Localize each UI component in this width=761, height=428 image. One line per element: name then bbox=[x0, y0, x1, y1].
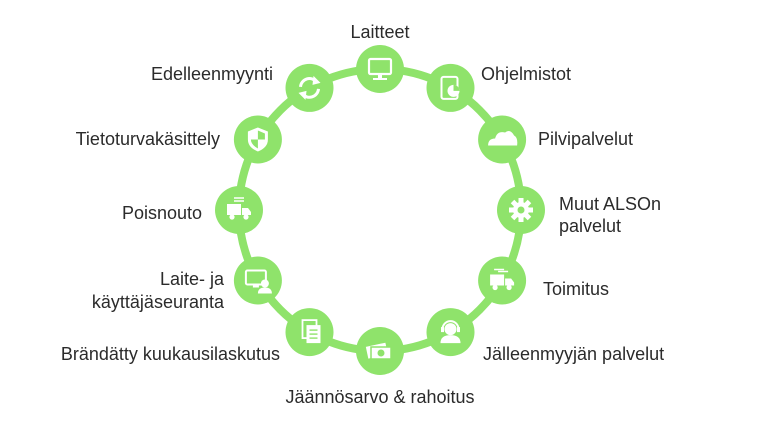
label-brandatty: Brändätty kuukausilaskutus bbox=[60, 344, 280, 364]
node-laitteet bbox=[356, 45, 404, 93]
shield-icon bbox=[247, 127, 268, 152]
label-jaannosarvo: Jäännösarvo & rahoitus bbox=[285, 387, 475, 407]
node-jaannosarvo bbox=[356, 327, 404, 375]
node-circle-laite-seuranta bbox=[233, 256, 282, 305]
node-jalleenmyyjan-palvelut bbox=[426, 308, 475, 357]
label-tietoturva: Tietoturvakäsittely bbox=[75, 129, 220, 149]
label-laite-seuranta-line1: Laite- ja bbox=[159, 269, 224, 289]
label-jalleenmyyjan-palvelut: Jälleenmyyjän palvelut bbox=[483, 344, 665, 364]
gear-icon bbox=[509, 198, 533, 222]
label-toimitus: Toimitus bbox=[543, 279, 610, 299]
label-ohjelmistot: Ohjelmistot bbox=[481, 64, 572, 84]
cycle-ring bbox=[235, 65, 525, 355]
money-icon bbox=[365, 342, 392, 360]
node-circle-edelleenmyynti bbox=[285, 63, 334, 112]
node-laite-seuranta bbox=[233, 256, 282, 305]
refresh-icon bbox=[298, 75, 321, 100]
node-toimitus bbox=[478, 256, 527, 305]
node-brandatty bbox=[285, 308, 334, 357]
label-laite-seuranta-line2: käyttäjäseuranta bbox=[91, 292, 224, 312]
label-pilvipalvelut: Pilvipalvelut bbox=[538, 129, 634, 149]
label-edelleenmyynti: Edelleenmyynti bbox=[150, 64, 273, 84]
monitor-user-icon bbox=[244, 269, 272, 294]
node-tietoturva bbox=[233, 115, 282, 164]
node-pilvipalvelut bbox=[478, 115, 527, 164]
delivery-truck-icon bbox=[490, 268, 515, 291]
tablet-chart-icon bbox=[440, 75, 460, 100]
node-circle-laitteet bbox=[356, 45, 404, 93]
documents-icon bbox=[301, 319, 321, 344]
cloud-icon bbox=[488, 131, 518, 146]
label-poisnouto: Poisnouto bbox=[121, 203, 202, 223]
pickup-truck-icon bbox=[227, 197, 251, 220]
label-muut-alson-line1: Muut ALSOn bbox=[559, 194, 662, 214]
label-muut-alson: Muut ALSOn palvelut bbox=[559, 193, 661, 237]
label-laitteet: Laitteet bbox=[350, 22, 410, 42]
node-edelleenmyynti bbox=[285, 63, 334, 112]
label-muut-alson-line2: palvelut bbox=[559, 216, 622, 236]
node-ohjelmistot bbox=[426, 63, 475, 112]
monitor-icon bbox=[367, 57, 393, 80]
node-muut-alson bbox=[497, 186, 545, 234]
support-agent-icon bbox=[440, 320, 461, 344]
label-laite-seuranta: Laite- ja käyttäjäseuranta bbox=[40, 268, 224, 314]
node-poisnouto bbox=[215, 186, 263, 234]
